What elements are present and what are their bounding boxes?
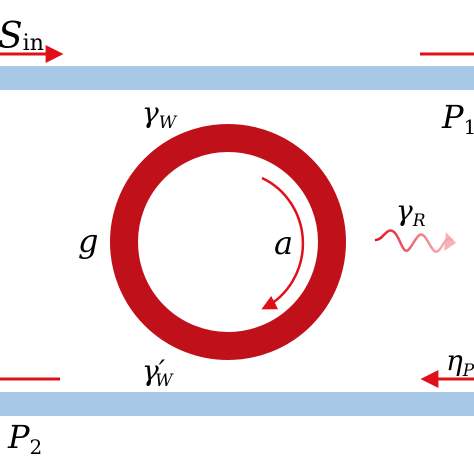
label-p1: P1 bbox=[441, 98, 474, 139]
label-g: g bbox=[78, 222, 98, 260]
label-gamma-w-prime: γ′W bbox=[142, 354, 174, 391]
radiation-wave bbox=[374, 229, 454, 253]
label-a: a bbox=[274, 224, 293, 262]
bottom-waveguide bbox=[0, 392, 474, 416]
ring-resonator bbox=[110, 124, 346, 360]
label-s-in: Sin bbox=[0, 16, 44, 57]
circulation-arrow bbox=[261, 176, 305, 310]
top-waveguide bbox=[0, 66, 474, 90]
label-gamma-r: γR bbox=[396, 194, 426, 231]
radiation-wave-arrowhead bbox=[444, 232, 456, 251]
label-gamma-w: γW bbox=[142, 96, 178, 133]
label-eta: ηP bbox=[446, 344, 474, 381]
label-p2: P2 bbox=[7, 418, 42, 459]
